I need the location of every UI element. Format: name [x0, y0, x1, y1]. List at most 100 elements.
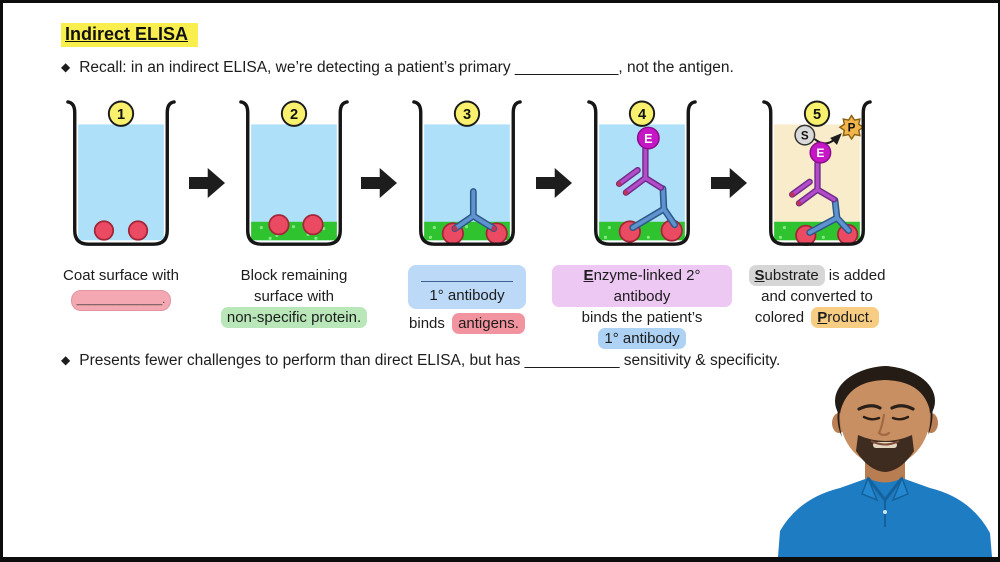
bullet-recall-blank: ____________ — [514, 59, 619, 76]
conversion-arrowhead-icon — [830, 133, 842, 145]
step-number: 3 — [463, 107, 471, 123]
step-1-caption: Coat surface with ______________. — [31, 265, 211, 311]
step-5-highlight-1: Substrate — [748, 265, 825, 286]
enzyme-label: E — [644, 132, 652, 146]
step-4: E 4 Enzyme-linked 2° antibody binds the … — [552, 97, 732, 349]
presenter-collar-flap — [891, 475, 909, 502]
step-3-box-label: 1° antibody — [429, 287, 505, 304]
beaker-step-5: S P E 5 — [762, 100, 872, 247]
page-title: Indirect ELISA — [61, 23, 199, 47]
primary-antibody — [806, 196, 853, 236]
step-4-caption: Enzyme-linked 2° antibody binds the pati… — [552, 265, 732, 349]
antigen-dot — [268, 214, 290, 236]
beaker-outline — [587, 100, 697, 246]
presenter-eye-closed — [862, 415, 881, 421]
secondary-antibody — [615, 145, 665, 196]
presenter-eye-closed — [891, 415, 910, 421]
beaker-step-1: 1 — [66, 100, 176, 246]
diamond-bullet-icon: ◆ — [61, 353, 71, 367]
step-2: 2 Block remaining surface with non-speci… — [204, 97, 384, 328]
beaker-step-4: E 4 — [587, 100, 697, 246]
step-3-caption-pre: binds — [409, 315, 445, 332]
bullet-summary-post: sensitivity & specificity. — [619, 352, 781, 369]
antigen-dot — [302, 214, 324, 236]
step-5-caption-line2: and converted to — [761, 288, 873, 305]
step-1-fill-blank: ______________. — [71, 290, 171, 311]
substrate-label: S — [801, 129, 809, 142]
presenter-beard — [856, 435, 914, 472]
antigen-dot — [93, 220, 115, 241]
step-number-badge — [628, 100, 656, 127]
enzyme-icon — [636, 126, 660, 150]
lecture-slide: Indirect ELISA ◆ Recall: in an indirect E… — [3, 3, 998, 557]
enzyme-label: E — [816, 146, 824, 160]
presenter-eyebrow — [857, 404, 882, 411]
presenter-figure — [778, 366, 992, 557]
primary-antibody — [629, 185, 679, 232]
product-icon — [838, 114, 865, 141]
presenter-sideburn — [928, 407, 933, 435]
enzyme-icon — [809, 141, 832, 164]
step-4-initial: E — [583, 267, 594, 284]
step-4-caption-line2: binds the patient’s — [581, 309, 703, 326]
beaker-outline — [412, 100, 522, 246]
bullet-recall: ◆ Recall: in an indirect ELISA, we’re det… — [61, 59, 734, 77]
step-4-highlight-3: 1° antibody — [598, 328, 686, 349]
primary-antibody — [451, 188, 498, 232]
beaker-step-2: 2 — [239, 100, 349, 246]
presenter-collar-flap — [861, 475, 879, 502]
step-number-badge — [453, 100, 481, 127]
step-5-caption-line3-pre: colored — [754, 309, 805, 326]
presenter-hair-front — [839, 366, 931, 413]
step-5-initial-s: S — [754, 267, 765, 284]
step-1-caption-line1: Coat surface with — [63, 267, 179, 284]
beaker-outline — [66, 100, 176, 246]
secondary-antibody — [789, 160, 838, 207]
step-5-highlight-3-rest: roduct. — [827, 309, 874, 326]
step-number: 1 — [117, 107, 125, 123]
bullet-summary-blank: ___________ — [524, 352, 620, 369]
beaker-outline — [239, 100, 349, 246]
step-5-initial-p: P — [817, 309, 828, 326]
step-5-highlight-3: Product. — [811, 307, 880, 328]
antigen-dot — [127, 220, 149, 241]
presenter-button — [883, 510, 887, 514]
step-2-caption: Block remaining surface with non-specifi… — [204, 265, 384, 328]
step-number-badge — [803, 100, 831, 127]
step-4-highlight-1: Enzyme-linked 2° antibody — [552, 265, 732, 307]
step-1: 1 Coat surface with ______________. — [31, 97, 211, 311]
diamond-bullet-icon: ◆ — [61, 60, 71, 74]
step-number-badge — [107, 100, 135, 127]
presenter-webcam — [778, 366, 992, 557]
step-number: 2 — [290, 107, 298, 123]
step-2-caption-line1: Block remaining — [240, 267, 348, 284]
step-3-caption: 1° antibody binds antigens. — [377, 265, 557, 334]
step-2-highlight: non-specific protein. — [220, 307, 368, 328]
step-number-badge — [280, 100, 308, 127]
bullet-recall-pre: Recall: in an indirect ELISA, we’re dete… — [79, 59, 515, 76]
step-number: 4 — [638, 107, 647, 123]
step-3-fill-blank — [421, 273, 513, 282]
presenter-sideburn — [837, 409, 842, 437]
bullet-recall-post: , not the antigen. — [618, 59, 734, 76]
step-3-answer-box: 1° antibody — [408, 265, 526, 309]
product-label: P — [848, 122, 856, 135]
step-4-highlight-1-rest: nzyme-linked 2° antibody — [593, 267, 701, 305]
bullet-summary-pre: Presents fewer challenges to perform tha… — [79, 352, 525, 369]
step-5-caption-line1-rest: is added — [828, 267, 886, 284]
presenter-lip — [870, 440, 900, 446]
presenter-eyebrow — [890, 404, 915, 411]
blocking-layer — [251, 221, 337, 241]
step-3-highlight: antigens. — [452, 313, 525, 334]
step-3: 3 1° antibody binds antigens. — [377, 97, 557, 334]
liquid — [78, 124, 164, 241]
step-5-highlight-1-rest: ubstrate — [764, 267, 819, 284]
substrate-icon — [794, 124, 816, 146]
presenter-nose — [877, 413, 891, 437]
step-2-caption-line2: surface with — [253, 288, 335, 305]
beaker-outline — [762, 100, 872, 246]
bullet-summary: ◆ Presents fewer challenges to perform th… — [61, 352, 780, 370]
